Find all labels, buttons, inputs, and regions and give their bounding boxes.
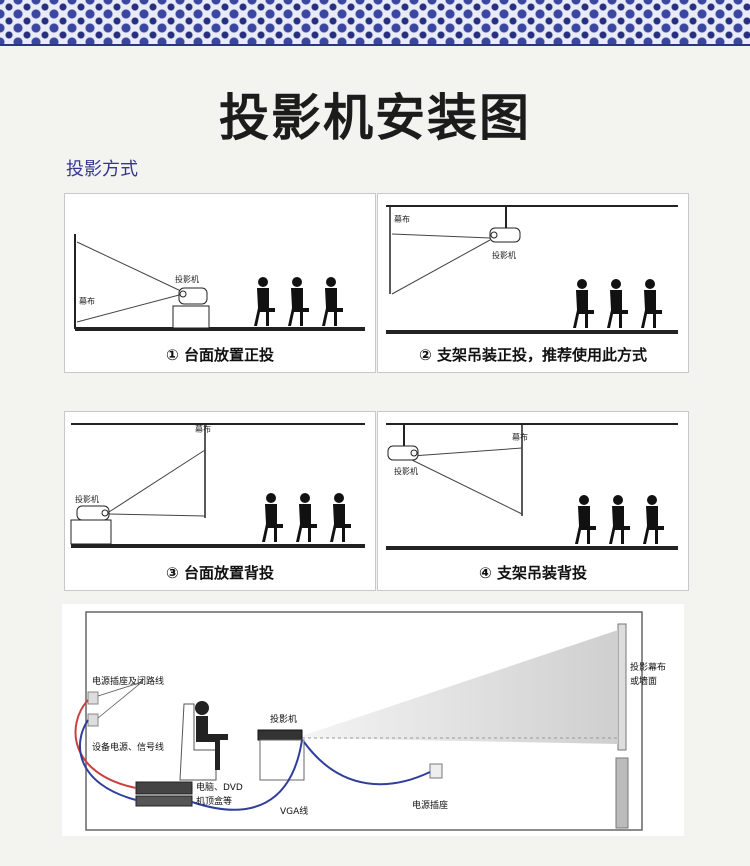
screen-label-line1: 投影幕布 [630, 661, 666, 673]
panel-2-illustration: 幕布 投影机 [386, 205, 678, 334]
power-socket-label: 电源插座 [412, 799, 448, 811]
beam-top [411, 447, 523, 457]
panel-caption: ④ 支架吊装背投 [479, 564, 587, 582]
vga-cable-label: VGA线 [280, 805, 308, 817]
viewer-head [195, 701, 209, 715]
projector-body [257, 729, 303, 741]
beam-top [108, 449, 206, 513]
speaker [615, 757, 629, 829]
projector-label: 投影机 [75, 494, 99, 504]
beam-bottom [391, 239, 491, 295]
screen-label: 幕布 [79, 296, 95, 306]
blue-cable [79, 719, 137, 801]
projector-body [489, 227, 521, 243]
audience-icon [262, 493, 351, 542]
projector-lens-icon [101, 509, 109, 517]
audience-icon [575, 495, 664, 544]
red-cable [74, 699, 137, 789]
section-label: 投影方式 [66, 159, 138, 180]
device-power-signal-label: 设备电源、信号线 [92, 741, 164, 753]
beam-bottom [108, 513, 206, 517]
projector-body [178, 287, 208, 305]
projector-body [76, 505, 110, 521]
pointer-line [97, 681, 143, 697]
screen-label: 幕布 [512, 432, 528, 442]
beam-top [76, 241, 184, 293]
projector-body [387, 445, 419, 461]
light-beam [302, 630, 618, 744]
panel-table-front: 幕布 投影机 ① 台面放置正投 [64, 193, 376, 373]
panel-caption: ① 台面放置正投 [166, 346, 274, 364]
dvd-player-icon [135, 781, 193, 795]
projector-label: 投影机 [270, 713, 297, 725]
projector-lens-icon [490, 231, 498, 239]
setup-illustration: 电源插座及闭路线 设备电源、信号线 投影机 投影幕布 或墙面 电脑、DVD 机顶… [74, 611, 666, 831]
panel-1-illustration: 幕布 投影机 [74, 234, 365, 331]
screen-label: 幕布 [195, 424, 211, 434]
power-socket-loop-label: 电源插座及闭路线 [92, 675, 164, 687]
table [70, 519, 112, 545]
wall-socket-icon [87, 713, 99, 727]
panel-3-illustration: 幕布 投影机 [70, 423, 365, 548]
panel-caption: ③ 台面放置背投 [166, 564, 274, 582]
setup-diagram: 电源插座及闭路线 设备电源、信号线 投影机 投影幕布 或墙面 电脑、DVD 机顶… [62, 604, 684, 836]
panel-ceiling-rear: 幕布 投影机 ④ 支架吊装背投 [377, 411, 689, 591]
screen-label-line2: 或墙面 [630, 675, 657, 687]
set-top-box-icon [135, 795, 193, 807]
beam-bottom [411, 459, 523, 515]
panel-4-illustration: 幕布 投影机 [386, 423, 678, 550]
vga-cable [191, 739, 303, 811]
decorative-border [0, 0, 750, 46]
projector-label: 投影机 [175, 274, 199, 284]
panel-ceiling-front: 幕布 投影机 ② 支架吊装正投，推荐使用此方式 [377, 193, 689, 373]
page-title: 投影机安装图 [219, 88, 531, 147]
room-outline [85, 611, 643, 831]
panel-caption: ② 支架吊装正投，推荐使用此方式 [419, 346, 647, 364]
projector-lens-icon [179, 290, 187, 298]
screen-label: 幕布 [394, 214, 410, 224]
audience-icon [573, 279, 662, 328]
pointer-line [97, 681, 143, 719]
projector-label: 投影机 [492, 250, 516, 260]
beam-bottom [76, 293, 184, 323]
projection-screen [617, 623, 627, 751]
viewer-body [196, 716, 228, 770]
set-top-box-label: 机顶盒等 [196, 795, 232, 807]
power-cable [303, 741, 431, 786]
beam-top [391, 233, 491, 239]
table [172, 305, 210, 329]
panel-table-rear: 幕布 投影机 ③ 台面放置背投 [64, 411, 376, 591]
pc-dvd-label: 电脑、DVD [196, 781, 243, 793]
projector-lens-icon [410, 449, 418, 457]
floor-outlet-icon [429, 763, 443, 779]
wall-socket-icon [87, 691, 99, 705]
projector-label: 投影机 [394, 466, 418, 476]
audience-icon [254, 277, 343, 326]
